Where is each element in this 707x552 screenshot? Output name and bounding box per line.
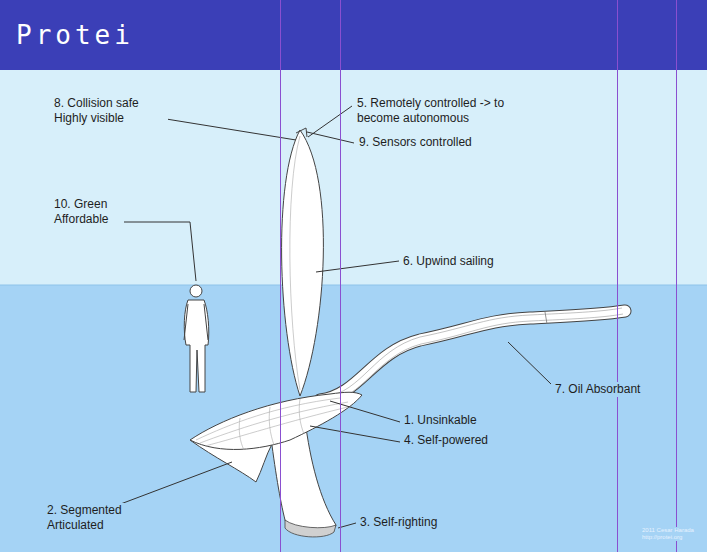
leader-line — [118, 222, 196, 281]
leader-line — [310, 426, 400, 442]
callout-label: 1. Unsinkable — [402, 413, 479, 428]
callout-label: 4. Self-powered — [402, 433, 490, 448]
sail — [282, 130, 324, 396]
waterline — [0, 285, 707, 286]
person-figure — [184, 285, 209, 392]
callout-label: 5. Remotely controlled -> to become auto… — [355, 96, 519, 126]
callout-label: 10. Green Affordable — [52, 197, 124, 227]
watermark: 2011 Cesar Harada — [640, 527, 696, 534]
title: Protei — [16, 20, 134, 50]
segmented-hull — [190, 392, 362, 449]
callout-label: 9. Sensors controlled — [357, 135, 474, 150]
callout-label: 7. Oil Absorbant — [553, 382, 642, 397]
tail-joint — [545, 312, 547, 324]
sail-tip — [296, 128, 307, 137]
guide-lines — [281, 0, 677, 552]
leader-line — [160, 118, 296, 140]
callout-label: 8. Collision safe Highly visible — [52, 96, 168, 126]
leader-line — [308, 106, 352, 137]
sail-seam — [290, 136, 300, 390]
header-band — [0, 0, 707, 70]
water-ground — [0, 285, 707, 552]
leader-line — [508, 342, 551, 384]
leader-lines — [110, 106, 551, 528]
leader-line — [316, 261, 399, 272]
callout-label: 6. Upwind sailing — [401, 254, 496, 269]
hull-hatch — [196, 398, 352, 450]
callout-label: 2. Segmented Articulated — [45, 503, 133, 533]
callout-label: 3. Self-righting — [358, 515, 439, 530]
sky-ground — [0, 70, 707, 285]
leader-line — [307, 132, 354, 143]
leader-line — [110, 462, 232, 508]
watermark: http://protei.org — [640, 534, 684, 541]
keel-ballast — [285, 520, 336, 537]
